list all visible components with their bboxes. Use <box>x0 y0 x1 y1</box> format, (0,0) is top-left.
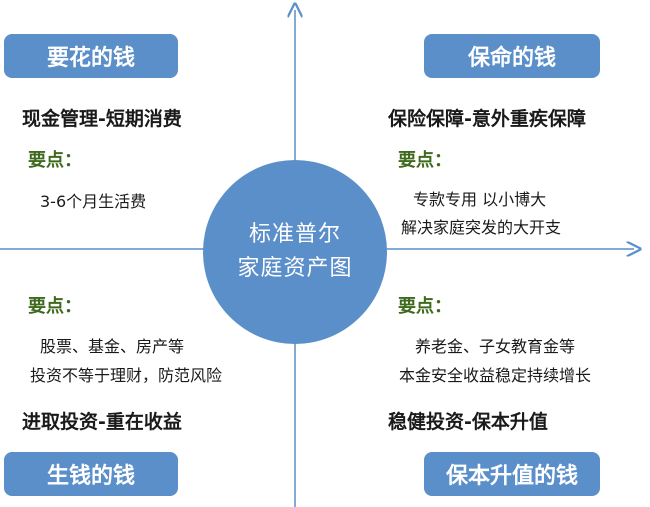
heading-bottom-left: 进取投资-重在收益 <box>22 411 182 433</box>
tag-spending-money: 要花的钱 <box>4 34 178 78</box>
tag-preservation-money: 保本升值的钱 <box>424 452 600 496</box>
key-label-bottom-right: 要点： <box>398 296 452 317</box>
center-title-line2: 家庭资产图 <box>237 256 353 281</box>
heading-top-right: 保险保障-意外重疾保障 <box>388 108 586 130</box>
tag-protection-money: 保命的钱 <box>424 34 600 78</box>
point-line-bottom-left-2: 投资不等于理财，防范风险 <box>30 366 223 385</box>
point-line-bottom-left-1: 股票、基金、房产等 <box>40 337 185 356</box>
center-title-line1: 标准普尔 <box>248 222 341 247</box>
heading-top-left: 现金管理-短期消费 <box>22 108 182 130</box>
point-line-top-right-1: 专款专用 以小博大 <box>413 190 547 209</box>
point-line-bottom-right-2: 本金安全收益稳定持续增长 <box>399 366 592 385</box>
heading-bottom-right: 稳健投资-保本升值 <box>388 411 548 433</box>
point-line-bottom-right-1: 养老金、子女教育金等 <box>415 337 576 356</box>
tag-earning-money: 生钱的钱 <box>4 452 178 496</box>
point-line-top-right-2: 解决家庭突发的大开支 <box>401 218 562 237</box>
center-circle: 标准普尔 家庭资产图 <box>203 160 387 344</box>
key-label-top-right: 要点： <box>398 150 452 171</box>
point-line-top-left-1: 3-6个月生活费 <box>40 192 147 211</box>
key-label-bottom-left: 要点： <box>28 296 82 317</box>
key-label-top-left: 要点： <box>28 150 82 171</box>
